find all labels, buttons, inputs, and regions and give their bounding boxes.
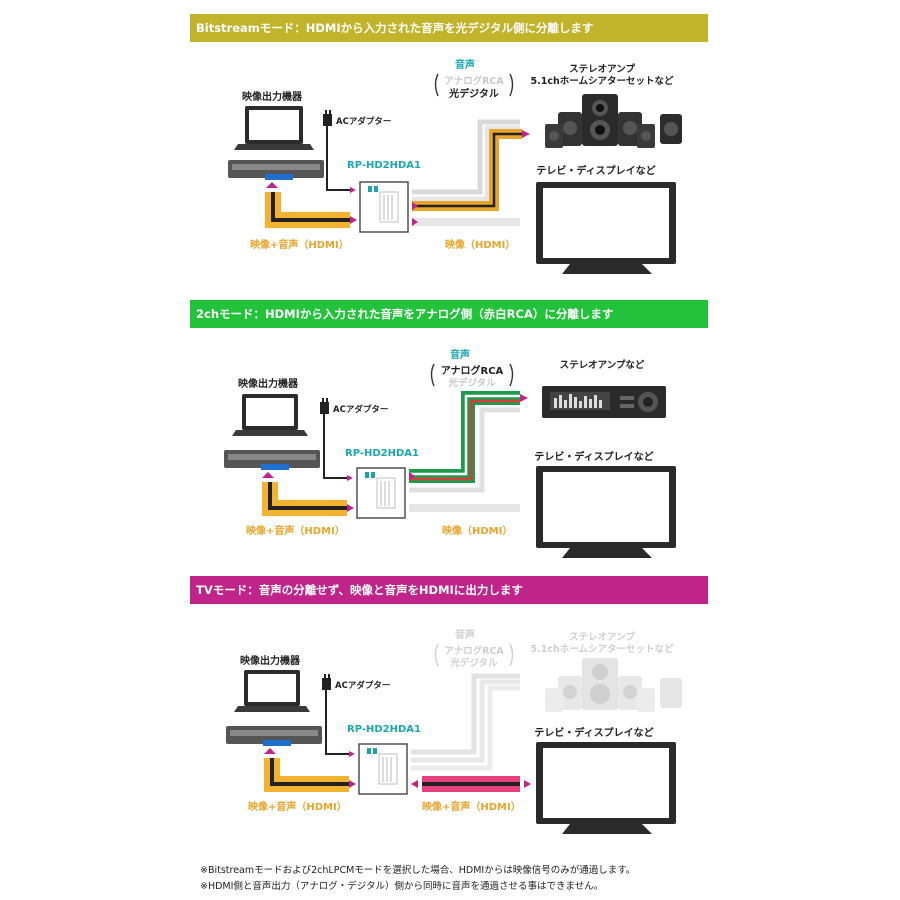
hdmi-input-cable	[265, 192, 350, 228]
input-hdmi-label: 映像+音声（HDMI）	[250, 238, 349, 251]
diagram-tv: 音声 アナログRCA 光デジタル ステレオアンプ 5.1chホームシアターセット…	[226, 628, 682, 834]
amp-label-2: 5.1chホームシアターセットなど	[531, 75, 674, 87]
amp-label-1: ステレオアンプなど	[560, 359, 645, 371]
amp-label-1: ステレオアンプ	[569, 63, 635, 75]
hdmi-input-cable	[262, 482, 347, 516]
laptop-icon	[232, 394, 308, 436]
device-label: RP-HD2HDA1	[347, 160, 421, 171]
hdmi-port-arrow	[266, 182, 278, 188]
audio-option-optical: 光デジタル	[448, 87, 499, 100]
diagram-bitstream: 音声 アナログRCA 光デジタル ステレオアンプ 5.1chホームシアターセット…	[228, 58, 682, 274]
output-hdmi-label: 映像+音声（HDMI）	[422, 800, 521, 813]
laptop-icon	[234, 106, 314, 150]
tv-display-icon	[536, 742, 676, 834]
amp-label-2: 5.1chホームシアターセットなど	[531, 643, 674, 655]
optical-cable	[412, 129, 522, 211]
audio-option-rca: アナログRCA	[444, 645, 504, 657]
rca-cable-grey	[412, 119, 520, 195]
rca-cable-active	[409, 391, 520, 483]
audio-option-rca: アナログRCA	[444, 75, 504, 87]
ac-adapter-icon	[320, 398, 349, 479]
input-hdmi-label: 映像+音声（HDMI）	[246, 524, 345, 537]
audio-title: 音声	[455, 628, 475, 641]
tv-label: テレビ・ディスプレイなど	[534, 726, 653, 739]
tv-display-icon	[536, 466, 676, 558]
input-hdmi-label: 映像+音声（HDMI）	[248, 800, 347, 813]
tv-label: テレビ・ディスプレイなど	[536, 164, 655, 177]
bracket-right	[509, 73, 514, 97]
bracket-left	[434, 73, 439, 97]
output-hdmi-label: 映像（HDMI）	[442, 524, 512, 537]
ac-adapter-icon	[322, 674, 351, 755]
banner-bitstream: Bitstreamモード：HDMIから入力された音声を光デジタル側に分離します	[190, 14, 708, 42]
speaker-system-icon-disabled	[545, 658, 682, 712]
player-box-icon	[226, 726, 322, 746]
amp-label-1: ステレオアンプ	[569, 631, 635, 643]
source-device-label: 映像出力機器	[242, 90, 303, 103]
diagram-2ch: 音声 アナログRCA 光デジタル ステレオアンプなど 映像出力機器 ACアダプタ…	[224, 348, 676, 558]
audio-title: 音声	[455, 58, 475, 71]
optical-cable-grey	[409, 407, 520, 493]
output-hdmi-label: 映像（HDMI）	[445, 238, 515, 251]
banner-tv: TVモード：音声の分離せず、映像と音声をHDMIに出力します	[190, 576, 708, 604]
device-label: RP-HD2HDA1	[345, 448, 419, 459]
ac-adapter-label: ACアダプター	[336, 116, 391, 127]
footnote-1: ※Bitstreamモードおよび2chLPCMモードを選択した場合、HDMIから…	[200, 865, 636, 876]
laptop-icon	[234, 670, 310, 712]
player-box-icon	[228, 160, 324, 180]
audio-option-rca: アナログRCA	[441, 364, 504, 377]
speaker-system-icon	[545, 94, 682, 148]
source-device-label: 映像出力機器	[240, 654, 301, 667]
footnotes: ※Bitstreamモードおよび2chLPCMモードを選択した場合、HDMIから…	[200, 863, 635, 895]
tv-display-icon	[536, 182, 676, 274]
hdmi-input-cable	[264, 758, 349, 792]
converter-device-icon	[359, 181, 409, 233]
rca-cable-grey	[411, 673, 520, 755]
player-box-icon	[224, 450, 320, 470]
audio-option-optical: 光デジタル	[449, 657, 498, 669]
banner-2ch: 2chモード：HDMIから入力された音声をアナログ側（赤白RCA）に分離します	[190, 300, 708, 328]
source-device-label: 映像出力機器	[238, 377, 299, 390]
stereo-amplifier-icon	[542, 386, 666, 418]
tv-label: テレビ・ディスプレイなど	[534, 450, 653, 463]
ac-adapter-label: ACアダプター	[335, 680, 390, 691]
device-label: RP-HD2HDA1	[347, 724, 421, 735]
converter-device-icon	[356, 467, 406, 519]
ac-adapter-icon	[323, 110, 352, 191]
ac-adapter-label: ACアダプター	[333, 404, 388, 415]
audio-title: 音声	[450, 348, 470, 361]
footnote-2: ※HDMI側と音声出力（アナログ・デジタル）側から同時に音声を通過させる事はでき…	[200, 881, 604, 892]
optical-cable-grey	[411, 685, 520, 771]
audio-option-optical: 光デジタル	[447, 377, 496, 389]
converter-device-icon	[358, 743, 408, 795]
